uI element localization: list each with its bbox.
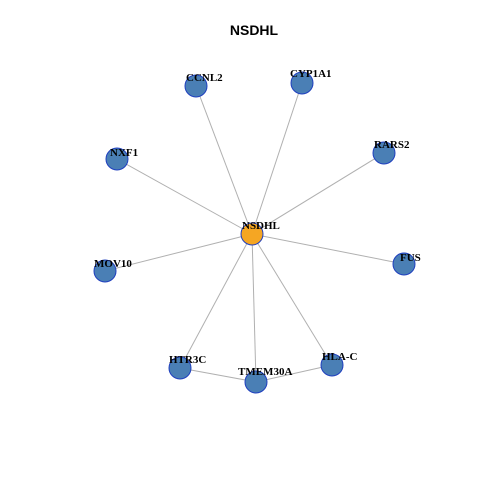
node-fus[interactable] <box>392 252 416 276</box>
edge-nsdhl-cyp1a1 <box>251 82 303 235</box>
node-cyp1a1[interactable] <box>290 71 314 95</box>
diagram-title: NSDHL <box>230 22 279 38</box>
edge-nsdhl-fus <box>251 233 405 265</box>
node-tmem30a[interactable] <box>244 370 268 394</box>
edge-htr3c-tmem30a <box>179 367 257 383</box>
edge-nsdhl-mov10 <box>104 233 253 272</box>
node-label-cyp1a1: CYP1A1 <box>290 68 332 80</box>
node-label-tmem30a: TMEM30A <box>238 366 292 378</box>
edge-nsdhl-nxf1 <box>116 158 253 235</box>
edge-tmem30a-hla-c <box>255 364 333 383</box>
node-label-ccnl2: CCNL2 <box>186 72 223 84</box>
node-label-rars2: RARS2 <box>374 139 410 151</box>
node-label-mov10: MOV10 <box>94 258 132 270</box>
edge-layer <box>104 82 405 383</box>
edge-nsdhl-rars2 <box>251 152 385 235</box>
node-hla-c[interactable] <box>320 353 344 377</box>
node-htr3c[interactable] <box>168 356 192 380</box>
node-rars2[interactable] <box>372 141 396 165</box>
node-nxf1[interactable] <box>105 147 129 171</box>
node-mov10[interactable] <box>93 259 117 283</box>
node-label-htr3c: HTR3C <box>169 354 206 366</box>
node-ccnl2[interactable] <box>184 74 208 98</box>
node-label-nxf1: NXF1 <box>110 147 138 159</box>
edge-nsdhl-hla-c <box>251 233 333 366</box>
node-layer <box>93 71 416 394</box>
edge-nsdhl-tmem30a <box>251 233 257 383</box>
node-label-fus: FUS <box>400 252 421 264</box>
node-label-nsdhl: NSDHL <box>242 220 280 232</box>
edge-nsdhl-ccnl2 <box>195 85 253 235</box>
edge-nsdhl-htr3c <box>179 233 253 369</box>
node-nsdhl[interactable] <box>240 222 264 246</box>
node-label-hla-c: HLA-C <box>322 351 358 363</box>
